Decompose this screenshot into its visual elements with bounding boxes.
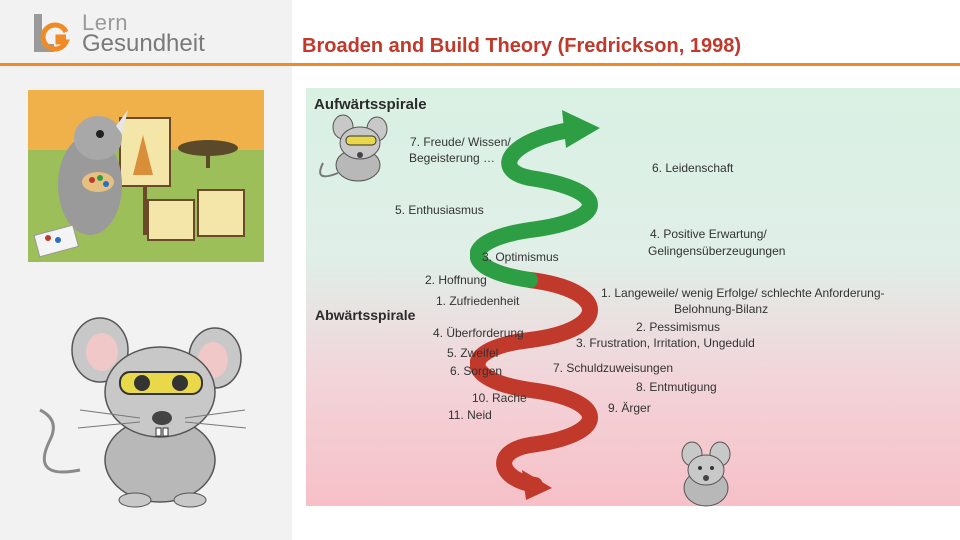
upward-item: 5. Enthusiasmus bbox=[395, 202, 484, 218]
downward-item: 6. Sorgen bbox=[450, 363, 502, 379]
header-divider bbox=[0, 63, 960, 66]
downward-item: 10. Rache bbox=[472, 390, 527, 406]
rhino-painter-illustration bbox=[28, 90, 264, 262]
downward-item: 1. Langeweile/ wenig Erfolge/ schlechte … bbox=[601, 285, 885, 301]
upward-item: 2. Hoffnung bbox=[425, 272, 487, 288]
lerngesundheit-logo-icon bbox=[32, 12, 70, 56]
big-mouse-illustration bbox=[20, 310, 250, 510]
upward-item: Gelingensüberzeugungen bbox=[648, 243, 785, 259]
upward-spiral-heading: Aufwärtsspirale bbox=[314, 96, 427, 113]
small-mouse-top-illustration bbox=[313, 113, 393, 188]
small-mouse-bottom-illustration bbox=[672, 440, 740, 510]
upward-item: 3. Optimismus bbox=[482, 249, 559, 265]
upward-item: 6. Leidenschaft bbox=[652, 160, 733, 176]
downward-item: 9. Ärger bbox=[608, 400, 651, 416]
downward-item: 3. Frustration, Irritation, Ungeduld bbox=[576, 335, 755, 351]
downward-item: 2. Pessimismus bbox=[636, 319, 720, 335]
downward-spiral-heading: Abwärtsspirale bbox=[315, 307, 415, 323]
logo: Lern Gesundheit bbox=[30, 10, 260, 60]
downward-item: 8. Entmutigung bbox=[636, 379, 717, 395]
downward-item: 4. Überforderung bbox=[433, 325, 524, 341]
downward-item: 5. Zweifel bbox=[447, 345, 498, 361]
downward-item: Belohnung-Bilanz bbox=[674, 301, 768, 317]
page-title: Broaden and Build Theory (Fredrickson, 1… bbox=[302, 35, 741, 58]
downward-item: 7. Schuldzuweisungen bbox=[553, 360, 673, 376]
upward-item: 1. Zufriedenheit bbox=[436, 293, 519, 309]
downward-item: 11. Neid bbox=[448, 407, 492, 423]
upward-item: Begeisterung … bbox=[409, 150, 495, 166]
upward-item: 7. Freude/ Wissen/ bbox=[410, 134, 511, 150]
logo-text-gesundheit: Gesundheit bbox=[82, 30, 205, 58]
upward-item: 4. Positive Erwartung/ bbox=[650, 226, 767, 242]
